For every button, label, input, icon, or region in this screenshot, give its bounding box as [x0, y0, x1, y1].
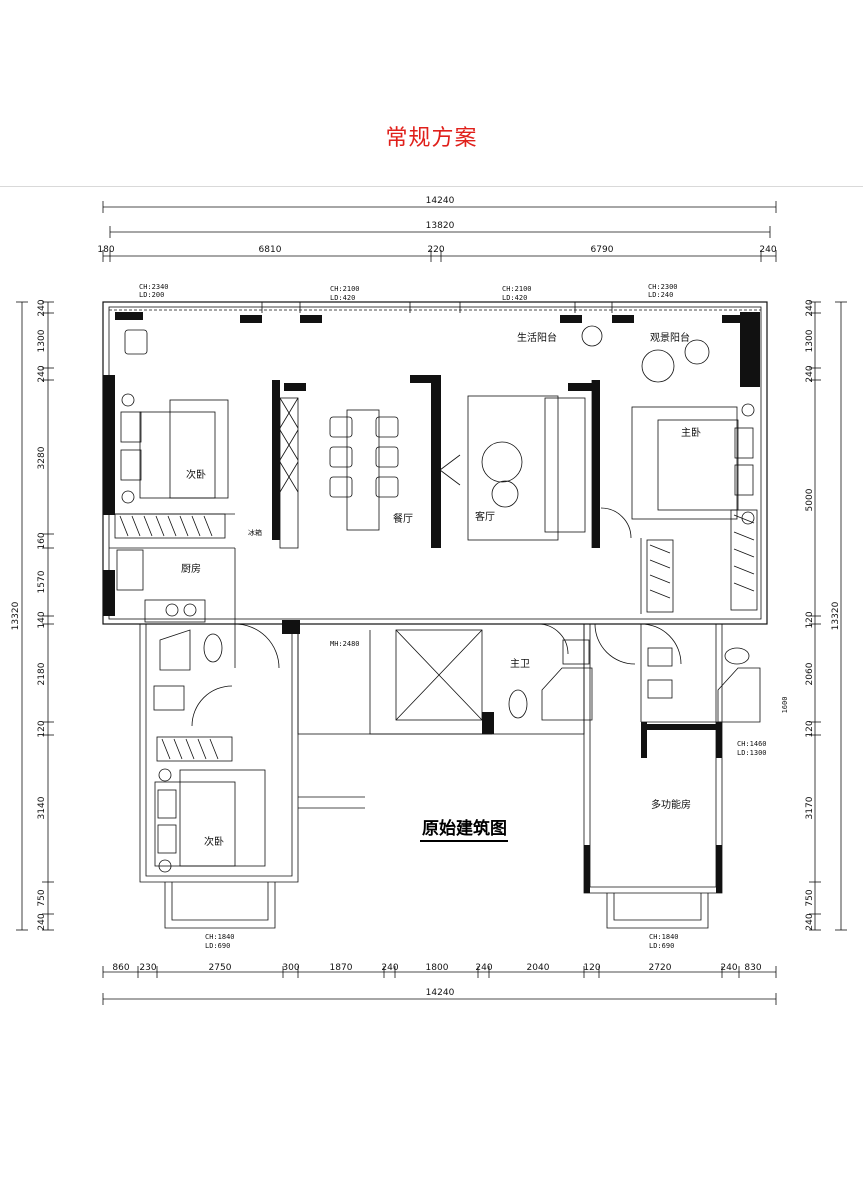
room-label-bedroom-sw: 次卧: [204, 835, 224, 848]
room-label-fridge: 冰箱: [248, 528, 262, 537]
note-ch-1: CH:2340: [139, 283, 169, 291]
dim-left-seg-9: 120: [37, 720, 47, 737]
note-ld-7: LD:1300: [737, 749, 767, 757]
note-ch-2: CH:2100: [330, 285, 360, 293]
note-ld-2: LD:420: [330, 294, 355, 302]
dim-bottom-seg-8: 240: [475, 963, 492, 973]
dim-left-seg-2: 1300: [37, 329, 47, 352]
room-label-living: 客厅: [475, 510, 495, 523]
dim-bottom-seg-4: 300: [282, 963, 299, 973]
dim-right-seg-7: 120: [805, 720, 815, 737]
plan-title: 原始建筑图: [422, 818, 507, 839]
room-label-multi-room: 多功能房: [651, 798, 691, 811]
dim-bottom-seg-1: 860: [112, 963, 129, 973]
note-ld-3: LD:420: [502, 294, 527, 302]
dim-left-seg-3: 240: [37, 365, 47, 382]
room-label-balcony-view: 观景阳台: [650, 331, 690, 344]
note-ch-5: CH:1840: [205, 933, 235, 941]
dim-left-seg-5: 160: [37, 532, 47, 549]
dim-top-seg-2: 6810: [259, 245, 282, 255]
dim-right-seg-10: 240: [805, 913, 815, 930]
dim-right-seg-6: 2060: [805, 662, 815, 685]
dim-top-total: 14240: [426, 196, 455, 206]
room-label-master-bath: 主卫: [510, 658, 530, 670]
dim-bottom-seg-11: 2720: [649, 963, 672, 973]
dim-left-seg-10: 3140: [37, 796, 47, 819]
note-ch-7: CH:1460: [737, 740, 767, 748]
note-ld-6: LD:690: [649, 942, 674, 950]
dim-right-total: 13320: [831, 601, 841, 630]
room-label-dining: 餐厅: [393, 512, 413, 525]
room-label-master-bedroom: 主卧: [681, 426, 701, 439]
note-ch-6: CH:1840: [649, 933, 679, 941]
dim-bottom-seg-6: 240: [381, 963, 398, 973]
dim-right-seg-8: 3170: [805, 796, 815, 819]
dim-bottom-seg-5: 1870: [330, 963, 353, 973]
dim-bottom-seg-13: 830: [744, 963, 761, 973]
note-mh: MH:2480: [330, 640, 360, 648]
dim-left-seg-4: 3280: [37, 446, 47, 469]
dim-right-seg-5: 120: [805, 611, 815, 628]
dim-bottom-seg-2: 230: [139, 963, 156, 973]
dim-bottom-seg-10: 120: [583, 963, 600, 973]
dim-left-seg-11: 750: [37, 889, 47, 906]
header-divider: [0, 186, 863, 187]
dim-top-seg-1: 180: [97, 245, 114, 255]
dim-right-seg-2: 1300: [805, 329, 815, 352]
note-ch-3: CH:2100: [502, 285, 532, 293]
note-ld-4: LD:240: [648, 291, 673, 299]
dim-bottom-total: 14240: [426, 988, 455, 998]
note-ld-1: LD:200: [139, 291, 164, 299]
dim-top-inner: 13820: [426, 221, 455, 231]
dim-left-seg-7: 140: [37, 611, 47, 628]
dim-right-seg-3: 240: [805, 365, 815, 382]
room-label-bedroom-nw: 次卧: [186, 468, 206, 481]
dim-bottom-seg-3: 2750: [209, 963, 232, 973]
dim-bottom-seg-9: 2040: [527, 963, 550, 973]
dim-right-seg-4: 5000: [805, 488, 815, 511]
dim-right-seg-9: 750: [805, 889, 815, 906]
dim-bottom-seg-12: 240: [720, 963, 737, 973]
dim-left-seg-1: 240: [37, 299, 47, 316]
room-label-balcony-service: 生活阳台: [517, 331, 557, 344]
dim-top-seg-5: 240: [759, 245, 776, 255]
dim-left-seg-8: 2180: [37, 662, 47, 685]
dim-right-seg-1: 240: [805, 299, 815, 316]
dim-bottom-seg-7: 1800: [426, 963, 449, 973]
dim-top-seg-3: 220: [427, 245, 444, 255]
dim-left-seg-6: 1570: [37, 570, 47, 593]
note-ld-5: LD:690: [205, 942, 230, 950]
note-small-dim: 1600: [781, 697, 789, 714]
dim-top-seg-4: 6790: [591, 245, 614, 255]
room-label-kitchen: 厨房: [181, 562, 201, 575]
dim-left-total: 13320: [11, 601, 21, 630]
note-ch-4: CH:2300: [648, 283, 678, 291]
page-title: 常规方案: [385, 126, 478, 151]
dim-left-seg-12: 240: [37, 913, 47, 930]
